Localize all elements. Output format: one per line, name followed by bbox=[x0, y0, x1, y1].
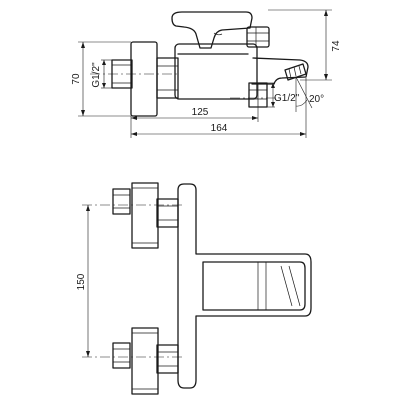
wall-plate bbox=[130, 41, 158, 117]
dimension-thread-inlet: G1/2" bbox=[91, 59, 112, 89]
lever-handle-front bbox=[202, 261, 306, 311]
depth-outlet-label: 125 bbox=[192, 107, 209, 118]
thread-outlet-label: G1/2" bbox=[274, 93, 300, 104]
height-body-label: 70 bbox=[71, 73, 82, 85]
lever-handle bbox=[171, 11, 253, 49]
dimension-height-total: 74 bbox=[268, 9, 342, 81]
bottom-wall-flange bbox=[131, 327, 159, 395]
top-wall-flange bbox=[131, 182, 159, 249]
thread-inlet-label: G1/2" bbox=[91, 62, 102, 88]
height-total-label: 74 bbox=[331, 40, 342, 52]
front-view bbox=[82, 182, 312, 395]
dimension-depth-outlet: 125 bbox=[130, 107, 259, 138]
hex-nut bbox=[156, 57, 179, 99]
dimension-thread-outlet: G1/2" bbox=[267, 82, 300, 108]
angle-outlet-label: 20° bbox=[309, 94, 324, 105]
bottom-hex-nut bbox=[156, 344, 179, 374]
dimension-inlet-spacing: 150 bbox=[76, 205, 90, 357]
dimension-angle-outlet: 20° bbox=[295, 76, 324, 112]
top-hex-nut bbox=[156, 198, 179, 228]
diverter-knob bbox=[246, 26, 270, 48]
top-inlet-connector bbox=[112, 188, 131, 215]
dimension-depth-total: 164 bbox=[131, 78, 307, 138]
bottom-inlet-connector bbox=[112, 342, 131, 369]
faucet-front-body bbox=[177, 183, 312, 389]
spout-aerator bbox=[284, 63, 307, 81]
dimension-height-body: 70 bbox=[71, 41, 131, 117]
inlet-spacing-label: 150 bbox=[76, 273, 87, 290]
faucet-body bbox=[174, 43, 258, 100]
spout bbox=[251, 57, 309, 85]
depth-total-label: 164 bbox=[211, 123, 228, 134]
